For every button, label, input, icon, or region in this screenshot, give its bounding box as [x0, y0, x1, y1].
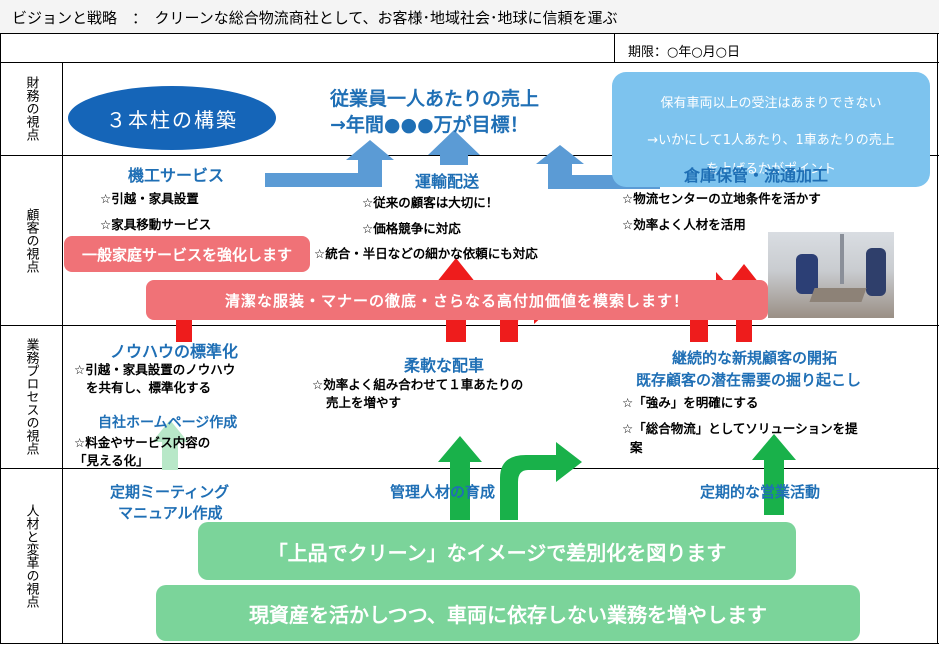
learning-col2-head: 管理人材の育成 [390, 483, 496, 501]
customer-pill: 一般家庭サービスを強化します [64, 236, 310, 272]
label-process: 業務プロセスの視点 [23, 338, 39, 455]
process-col3-item2: ☆「総合物流」としてソリューションを提 [622, 421, 858, 436]
goal-line-1: 従業員一人あたりの売上 [330, 88, 540, 110]
note-line-3: を上げるかがポイント [705, 162, 836, 177]
grid-line [0, 33, 1, 644]
goal-line-2: →年間●●●万が目標！ [330, 114, 529, 136]
note-box: 保有車両以上の受注はあまりできない →いかにして1人あたり、1車あたりの売上 を… [612, 72, 930, 187]
process-col1-head: ノウハウの標準化 [110, 342, 239, 361]
customer-col1-head: 機工サービス [128, 166, 225, 185]
customer-col2-item1: ☆従来の顧客は大切に！ [362, 195, 499, 210]
label-financial: 財務の視点 [23, 76, 39, 141]
grid-line [937, 33, 938, 644]
label-customer: 顧客の視点 [23, 207, 39, 273]
grid-line [0, 33, 939, 34]
customer-col3-item1: ☆物流センターの立地条件を活かす [622, 191, 821, 206]
process-col1-item2: を共有し、標準化する [86, 380, 212, 395]
process-col1-item1: ☆引越・家具設置のノウハウ [74, 362, 236, 377]
customer-col1-item2: ☆家具移動サービス [100, 217, 212, 232]
process-col2-head: 柔軟な配車 [404, 356, 485, 375]
green-up-arrow-1 [438, 436, 482, 520]
blue-up-arrow-center [428, 130, 480, 165]
process-col3-item1: ☆「強み」を明確にする [622, 395, 759, 410]
floor-lamp [840, 234, 844, 284]
worker-figure-2 [866, 248, 886, 296]
pillars-oval: ３本柱の構築 [68, 86, 276, 150]
green-curved-arrow [500, 442, 582, 520]
page-title: ビジョンと戦略 ： クリーンな総合物流商社として、お客様･地域社会･地球に信頼を… [12, 9, 618, 27]
label-learning: 人材と変革の視点 [23, 503, 39, 608]
grid-line [62, 62, 63, 644]
customer-banner: 清潔な服装・マナーの徹底・さらなる高付加価値を模索します！ [146, 280, 768, 320]
learning-col3-head: 定期的な営業活動 [700, 483, 821, 501]
green-up-arrow-2 [752, 434, 796, 515]
process-col2-item1: ☆効率よく組み合わせて１車あたりの [312, 377, 524, 392]
process-col1-sub-item1: ☆料金やサービス内容の [74, 435, 211, 450]
grid-line [0, 62, 939, 63]
process-col3-item3: 案 [630, 440, 643, 455]
customer-col1-item1: ☆引越・家具設置 [100, 191, 199, 206]
customer-col3-head: 倉庫保管・流通加工 [684, 166, 829, 185]
process-col2-item2: 売上を増やす [326, 395, 402, 410]
process-col3-head2: 既存顧客の潜在需要の掘り起こし [636, 371, 862, 389]
note-line-2: →いかにして1人あたり、1車あたりの売上 [647, 133, 895, 148]
grid-line [614, 33, 615, 62]
customer-col2-head: 運輸配送 [415, 172, 480, 191]
process-col1-sub-item2: 「見える化」 [74, 453, 149, 468]
note-line-1: 保有車両以上の受注はあまりできない [660, 96, 882, 111]
process-col3-head1: 継続的な新規顧客の開拓 [672, 349, 838, 367]
furniture-panel [809, 288, 867, 302]
blue-elbow-arrow-left [265, 140, 394, 187]
workers-photo [768, 232, 894, 318]
green-arrows [152, 420, 796, 520]
grid-line [0, 643, 939, 644]
customer-col3-item2: ☆効率よく人材を活用 [622, 217, 746, 232]
deadline-date: 期限：○年○月○日 [628, 45, 741, 60]
green-light-up-arrow [152, 420, 188, 470]
customer-col2-item3: ☆統合・半日などの細かな依頼にも対応 [314, 246, 538, 261]
process-col1-sub-head: 自社ホームページ作成 [98, 415, 238, 431]
worker-figure-1 [796, 254, 818, 294]
learning-banner-2: 現資産を活かしつつ、車両に依存しない業務を増やします [156, 585, 860, 641]
customer-col2-item2: ☆価格競争に対応 [362, 221, 461, 236]
learning-col1-line2: マニュアル作成 [118, 504, 223, 522]
learning-col1-line1: 定期ミーティング [110, 483, 230, 501]
grid-line [0, 155, 939, 156]
title-bar [0, 0, 939, 33]
grid-line [0, 325, 939, 326]
learning-banner-1: 「上品でクリーン」なイメージで差別化を図ります [198, 522, 796, 580]
